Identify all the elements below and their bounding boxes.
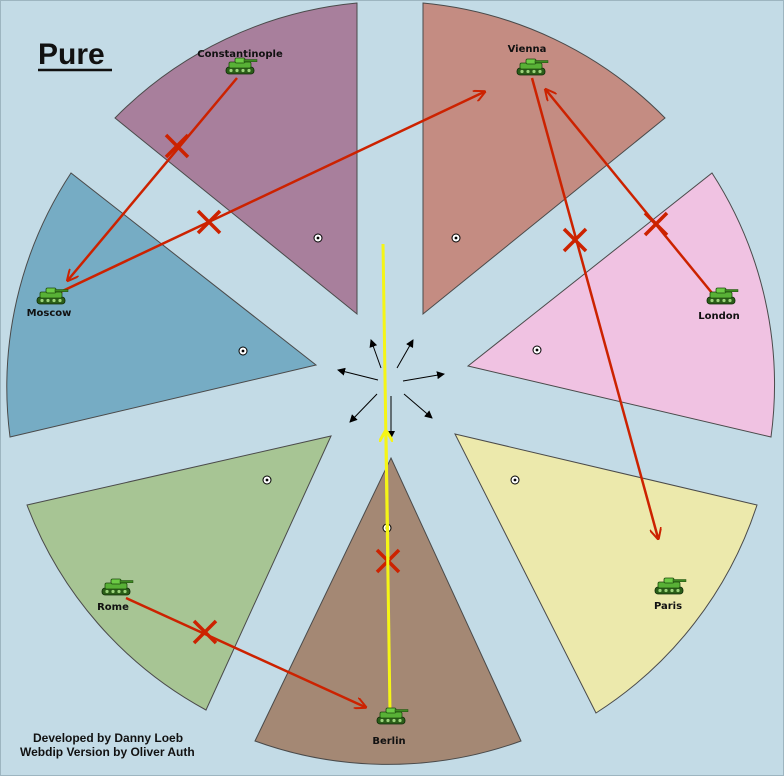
label-moscow: Moscow: [27, 308, 72, 319]
supply-center-icon: [313, 233, 323, 243]
label-paris: Paris: [654, 601, 682, 612]
credit-developer: Developed by Danny Loeb: [33, 731, 183, 745]
territory-constantinople[interactable]: [114, 2, 358, 316]
label-berlin: Berlin: [372, 736, 405, 747]
order-constantinople-moscow: [68, 77, 238, 280]
territory-paris[interactable]: [454, 433, 758, 714]
label-constantinople: Constantinople: [197, 49, 283, 60]
map-title: Pure: [38, 38, 105, 71]
label-rome: Rome: [97, 602, 129, 613]
territory-london[interactable]: [466, 172, 775, 438]
order-rome-berlin: [125, 596, 365, 707]
order-moscow-vienna: [53, 92, 484, 297]
order-vienna-paris: [530, 77, 658, 538]
order-london-vienna: [546, 90, 713, 294]
fail-cross: [562, 227, 588, 253]
territory-rome[interactable]: [26, 435, 332, 711]
fail-cross: [192, 619, 218, 645]
territory-vienna[interactable]: [422, 2, 666, 316]
support-order: [383, 243, 390, 713]
label-london: London: [698, 311, 740, 322]
supply-center-icon: [262, 475, 272, 485]
territory-moscow[interactable]: [6, 172, 318, 438]
move-orders: [53, 77, 713, 707]
supply-center-icon: [510, 475, 520, 485]
supply-center-icon: [451, 233, 461, 243]
fail-cross: [643, 211, 669, 237]
supply-center-icon: [238, 346, 248, 356]
credit-webdip: Webdip Version by Oliver Auth: [20, 745, 195, 759]
center-compass: [337, 339, 445, 439]
supply-center-icon: [532, 345, 542, 355]
label-vienna: Vienna: [508, 44, 547, 55]
fail-cross: [196, 209, 222, 235]
fail-cross: [164, 133, 190, 159]
